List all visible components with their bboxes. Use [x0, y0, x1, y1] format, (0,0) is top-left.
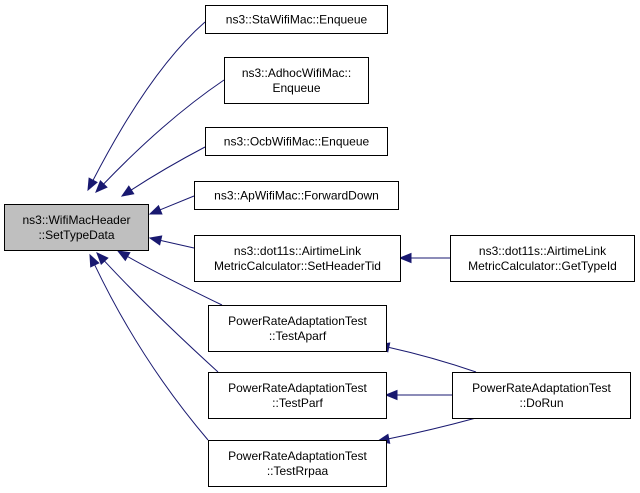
arrow-head [95, 180, 108, 193]
edge-n2-n0 [95, 79, 225, 193]
arrow-head [116, 250, 131, 262]
arrow-head [89, 253, 100, 268]
node-box[interactable] [208, 305, 387, 352]
node-label-line: ::TestParf [272, 396, 323, 410]
edges-layer [87, 21, 477, 444]
node-root[interactable]: ns3::WifiMacHeader::SetTypeData [4, 204, 149, 251]
node-label-line: ns3::dot11s::AirtimeLink [479, 244, 607, 258]
node-n6[interactable]: ns3::dot11s::AirtimeLinkMetricCalculator… [450, 235, 635, 282]
node-label-line: PowerRateAdaptationTest [228, 314, 367, 328]
node-n9[interactable]: PowerRateAdaptationTest::TestRrpaa [208, 440, 387, 487]
node-label-line: ns3::dot11s::AirtimeLink [234, 244, 362, 258]
arrow-head [120, 185, 135, 197]
node-n3[interactable]: ns3::OcbWifiMac::Enqueue [205, 127, 388, 156]
edge-n3-n0 [120, 146, 206, 197]
arrow-head [148, 204, 163, 215]
node-box[interactable] [194, 235, 401, 282]
node-box[interactable] [208, 372, 387, 419]
edge-line [159, 195, 195, 211]
node-box[interactable] [450, 235, 635, 282]
node-label-line: PowerRateAdaptationTest [228, 381, 367, 395]
edge-line [387, 346, 477, 373]
edge-line [387, 417, 477, 440]
node-label-line: ::TestAparf [269, 329, 327, 343]
edge-n10-n7 [376, 342, 477, 373]
node-box[interactable] [4, 204, 149, 251]
node-label-line: MetricCalculator::GetTypeId [468, 259, 617, 273]
arrow-head [384, 389, 398, 401]
edge-n7-n0 [116, 250, 223, 306]
node-label-line: ::DoRun [519, 396, 563, 410]
edge-n10-n9 [376, 417, 477, 444]
node-n2[interactable]: ns3::AdhocWifiMac::Enqueue [224, 57, 369, 104]
edge-line [92, 21, 206, 182]
node-n7[interactable]: PowerRateAdaptationTest::TestAparf [208, 305, 387, 352]
node-label-line: Enqueue [272, 81, 320, 95]
node-label-line: ns3::ApWifiMac::ForwardDown [214, 189, 379, 203]
edge-line [159, 239, 195, 249]
arrow-head [398, 252, 412, 264]
edge-n8-n0 [96, 252, 219, 373]
node-n8[interactable]: PowerRateAdaptationTest::TestParf [208, 372, 387, 419]
edge-n9-n0 [89, 253, 209, 441]
node-box[interactable] [208, 440, 387, 487]
edge-line [103, 259, 219, 373]
edge-line [130, 146, 206, 191]
node-label-line: ns3::WifiMacHeader [22, 213, 130, 227]
node-n4[interactable]: ns3::ApWifiMac::ForwardDown [194, 181, 399, 210]
node-label-line: PowerRateAdaptationTest [228, 449, 367, 463]
node-label-line: PowerRateAdaptationTest [472, 381, 611, 395]
node-label-line: ::TestRrpaa [267, 464, 329, 478]
arrow-head [96, 252, 109, 265]
edge-n1-n0 [87, 21, 206, 192]
node-label-line: ns3::OcbWifiMac::Enqueue [224, 135, 370, 149]
edge-n4-n0 [148, 195, 195, 215]
edge-line [126, 255, 223, 306]
node-box[interactable] [224, 57, 369, 104]
node-label-line: MetricCalculator::SetHeaderTid [214, 259, 381, 273]
node-n10[interactable]: PowerRateAdaptationTest::DoRun [452, 372, 631, 419]
node-box[interactable] [205, 127, 388, 156]
node-n5[interactable]: ns3::dot11s::AirtimeLinkMetricCalculator… [194, 235, 401, 282]
node-box[interactable] [452, 372, 631, 419]
edge-n6-n5 [398, 252, 450, 264]
nodes-layer: ns3::WifiMacHeader::SetTypeData ns3::StaW… [4, 5, 635, 487]
arrow-head [87, 177, 98, 192]
edge-n5-n0 [148, 235, 195, 249]
edge-n10-n8 [384, 389, 452, 401]
node-box[interactable] [205, 5, 388, 34]
arrow-head [148, 235, 163, 246]
node-label-line: ns3::StaWifiMac::Enqueue [226, 13, 368, 27]
node-box[interactable] [194, 181, 399, 210]
edge-line [93, 263, 209, 441]
node-n1[interactable]: ns3::StaWifiMac::Enqueue [205, 5, 388, 34]
node-label-line: ::SetTypeData [38, 228, 114, 242]
edge-line [102, 79, 225, 186]
node-label-line: ns3::AdhocWifiMac:: [242, 66, 351, 80]
